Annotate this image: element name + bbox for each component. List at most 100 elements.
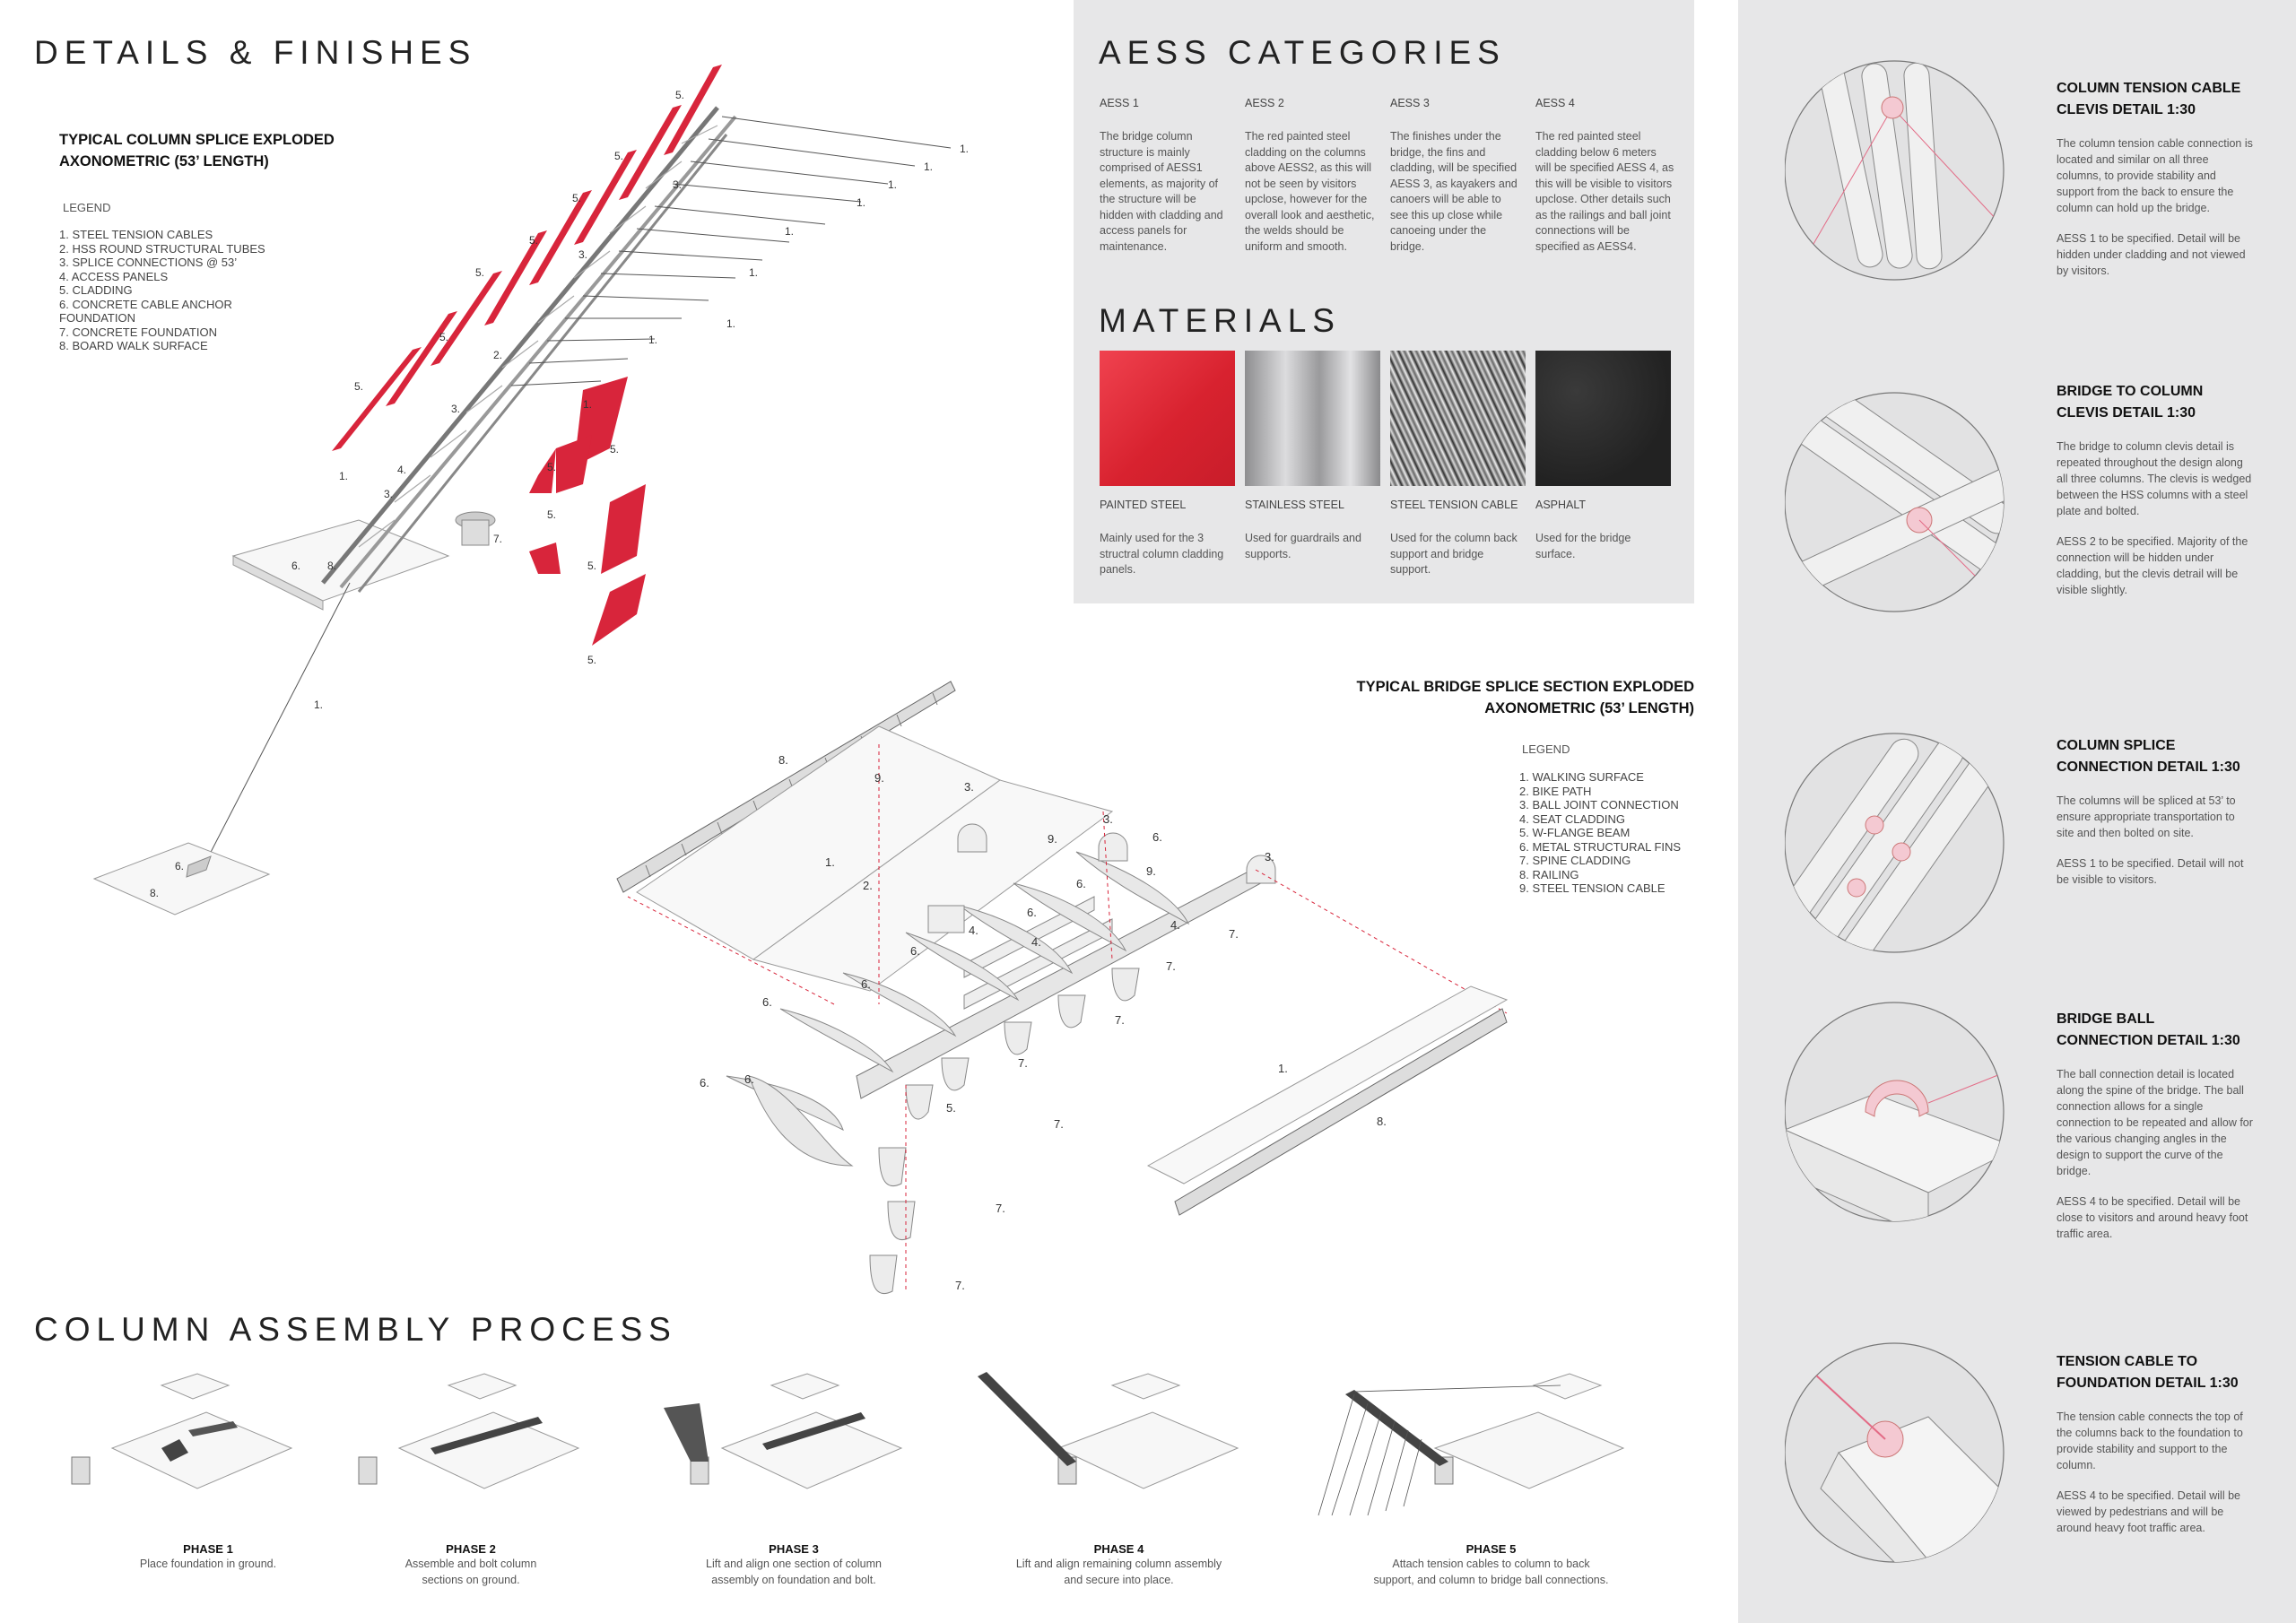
phase-line: support, and column to bridge ball conne… <box>1373 1574 1609 1586</box>
column-exploded-axonometric-drawing: 5. 5. 5. 5. 5. 5. 5. 5. 5. 5. 5. 5. 1. 1… <box>92 65 969 916</box>
callout-label: 6. <box>175 860 184 872</box>
phase-5-drawing <box>1318 1373 1625 1516</box>
callout-label: 6. <box>291 560 300 572</box>
callout-label: 7. <box>1115 1013 1125 1027</box>
detail-paragraph: The tension cable connects the top of th… <box>2057 1410 2243 1471</box>
callout-label: 3. <box>1265 850 1274 864</box>
steel-tension-cables <box>205 116 952 862</box>
phase-title: PHASE 2 <box>446 1542 496 1556</box>
callout-label: 3. <box>578 248 587 261</box>
bridge-legend: 1. WALKING SURFACE 2. BIKE PATH 3. BALL … <box>1519 770 1681 896</box>
hss-tube <box>357 134 728 593</box>
phase-2-drawing <box>358 1373 580 1489</box>
callout-label: 9. <box>1146 864 1156 878</box>
callout-label: 8. <box>150 887 159 899</box>
bridge-subtitle-line-1: TYPICAL BRIDGE SPLICE SECTION EXPLODED <box>1356 679 1695 695</box>
aess-text: The bridge column structure is mainly co… <box>1100 130 1223 253</box>
assembly-title: COLUMN ASSEMBLY PROCESS <box>34 1311 677 1348</box>
detail-title-line: CONNECTION DETAIL 1:30 <box>2057 759 2240 775</box>
aess-text: The finishes under the bridge, the fins … <box>1390 130 1518 253</box>
phase-title: PHASE 4 <box>1093 1542 1144 1556</box>
aess-text: The red painted steel cladding on the co… <box>1245 130 1375 253</box>
concrete-cable-anchor <box>186 855 212 878</box>
aess-heading: AESS 2 <box>1245 97 1284 109</box>
legend-item: 5. CLADDING <box>59 283 133 297</box>
material-name: PAINTED STEEL <box>1100 499 1187 511</box>
legend-item: FOUNDATION <box>59 311 135 325</box>
callout-label: 8. <box>778 753 788 767</box>
callout-label: 6. <box>744 1072 754 1086</box>
column-subtitle-line-1: TYPICAL COLUMN SPLICE EXPLODED <box>59 132 335 148</box>
callout-label: 5. <box>547 508 556 521</box>
detail-title-line: CLEVIS DETAIL 1:30 <box>2057 405 2196 421</box>
callout-label: 1. <box>960 143 969 155</box>
material-text: Mainly used for the 3 structral column c… <box>1100 532 1224 576</box>
column-callouts: 5. 5. 5. 5. 5. 5. 5. 5. 5. 5. 5. 5. 1. 1… <box>150 89 969 899</box>
callout-label: 1. <box>648 334 657 346</box>
railing-right <box>1174 1008 1508 1216</box>
callout-label: 5. <box>587 654 596 666</box>
legend-item: 1. WALKING SURFACE <box>1519 770 1644 784</box>
assembly-phase-drawings <box>71 1372 1625 1516</box>
bridge-exploded-axonometric-drawing: 8. 9. 3. 3. 3. 9. 9. 6. 6. 6. 6. 6. 6. 6… <box>616 681 1509 1294</box>
phase-description: Attach tension cables to column to back … <box>1336 1556 1646 1588</box>
phase-5: PHASE 5 Attach tension cables to column … <box>1336 1542 1646 1588</box>
detail-title-line: BRIDGE BALL <box>2057 1011 2155 1027</box>
callout-label: 6. <box>1076 877 1086 890</box>
callout-label: 1. <box>924 161 933 173</box>
detail-paragraph: AESS 4 to be specified. Detail will be c… <box>2057 1195 2248 1240</box>
alignment-dashed-lines <box>627 744 1508 1291</box>
legend-item: 3. SPLICE CONNECTIONS @ 53’ <box>59 256 238 269</box>
phase-4: PHASE 4 Lift and align remaining column … <box>987 1542 1251 1588</box>
callout-label: 1. <box>825 855 835 869</box>
bridge-legend-heading: LEGEND <box>1522 742 1570 756</box>
walking-surface-right <box>1146 985 1509 1185</box>
aess-panel <box>1074 0 1694 603</box>
detail-title-line: COLUMN TENSION CABLE <box>2057 81 2241 96</box>
bridge-callouts: 8. 9. 3. 3. 3. 9. 9. 6. 6. 6. 6. 6. 6. 6… <box>700 753 1387 1292</box>
legend-item: 7. SPINE CLADDING <box>1519 854 1631 867</box>
phase-title: PHASE 5 <box>1465 1542 1517 1556</box>
phase-description: Assemble and bolt column sections on gro… <box>359 1556 583 1588</box>
callout-label: 5. <box>529 234 538 247</box>
phase-line: Attach tension cables to column to back <box>1392 1558 1590 1570</box>
phase-line: and secure into place. <box>1064 1574 1174 1586</box>
legend-item: 8. BOARD WALK SURFACE <box>59 339 208 352</box>
callout-label: 5. <box>475 266 484 279</box>
detail-paragraph: AESS 4 to be specified. Detail will be v… <box>2057 1489 2240 1534</box>
detail-tension-cable-clevis: COLUMN TENSION CABLE CLEVIS DETAIL 1:30 … <box>2057 78 2254 279</box>
material-text: Used for the column back support and bri… <box>1390 532 1518 576</box>
legend-item: 1. STEEL TENSION CABLES <box>59 228 213 241</box>
painted-steel-swatch <box>1100 351 1235 486</box>
callout-label: 6. <box>1152 830 1162 844</box>
callout-label: 3. <box>1103 812 1113 826</box>
phase-description: Lift and align remaining column assembly… <box>987 1556 1251 1588</box>
callout-label: 8. <box>1377 1115 1387 1128</box>
callout-label: 5. <box>610 443 619 456</box>
detail-title: BRIDGE BALL CONNECTION DETAIL 1:30 <box>2057 1009 2254 1052</box>
callout-label: 7. <box>493 533 502 545</box>
column-legend: 1. STEEL TENSION CABLES 2. HSS ROUND STR… <box>59 228 265 353</box>
material-painted-steel: PAINTED STEEL Mainly used for the 3 stru… <box>1100 499 1234 578</box>
detail-paragraph: AESS 1 to be specified. Detail will be h… <box>2057 232 2246 277</box>
detail-title: TENSION CABLE TO FOUNDATION DETAIL 1:30 <box>2057 1351 2254 1394</box>
material-text: Used for the bridge surface. <box>1535 532 1631 560</box>
detail-title: COLUMN SPLICE CONNECTION DETAIL 1:30 <box>2057 735 2254 778</box>
aess-column-3: AESS 3 The finishes under the bridge, th… <box>1390 97 1520 255</box>
callout-label: 5. <box>614 150 623 162</box>
materials-title: MATERIALS <box>1099 302 1341 339</box>
legend-item: 2. BIKE PATH <box>1519 784 1592 798</box>
material-stainless-steel: STAINLESS STEEL Used for guardrails and … <box>1245 499 1379 562</box>
hss-tube <box>339 115 737 589</box>
detail-title: BRIDGE TO COLUMN CLEVIS DETAIL 1:30 <box>2057 381 2254 424</box>
callout-label: 1. <box>785 225 794 238</box>
truss-webbing <box>358 125 718 548</box>
material-steel-tension-cable: STEEL TENSION CABLE Used for the column … <box>1390 499 1525 578</box>
callout-label: 4. <box>397 464 406 476</box>
legend-item: 2. HSS ROUND STRUCTURAL TUBES <box>59 241 265 256</box>
phase-line: Place foundation in ground. <box>139 1558 277 1570</box>
phase-3: PHASE 3 Lift and align one section of co… <box>668 1542 919 1588</box>
callout-label: 1. <box>339 470 348 482</box>
legend-item: 6. CONCRETE CABLE ANCHOR <box>59 297 232 311</box>
connection-detail-circles <box>1785 60 2005 1563</box>
